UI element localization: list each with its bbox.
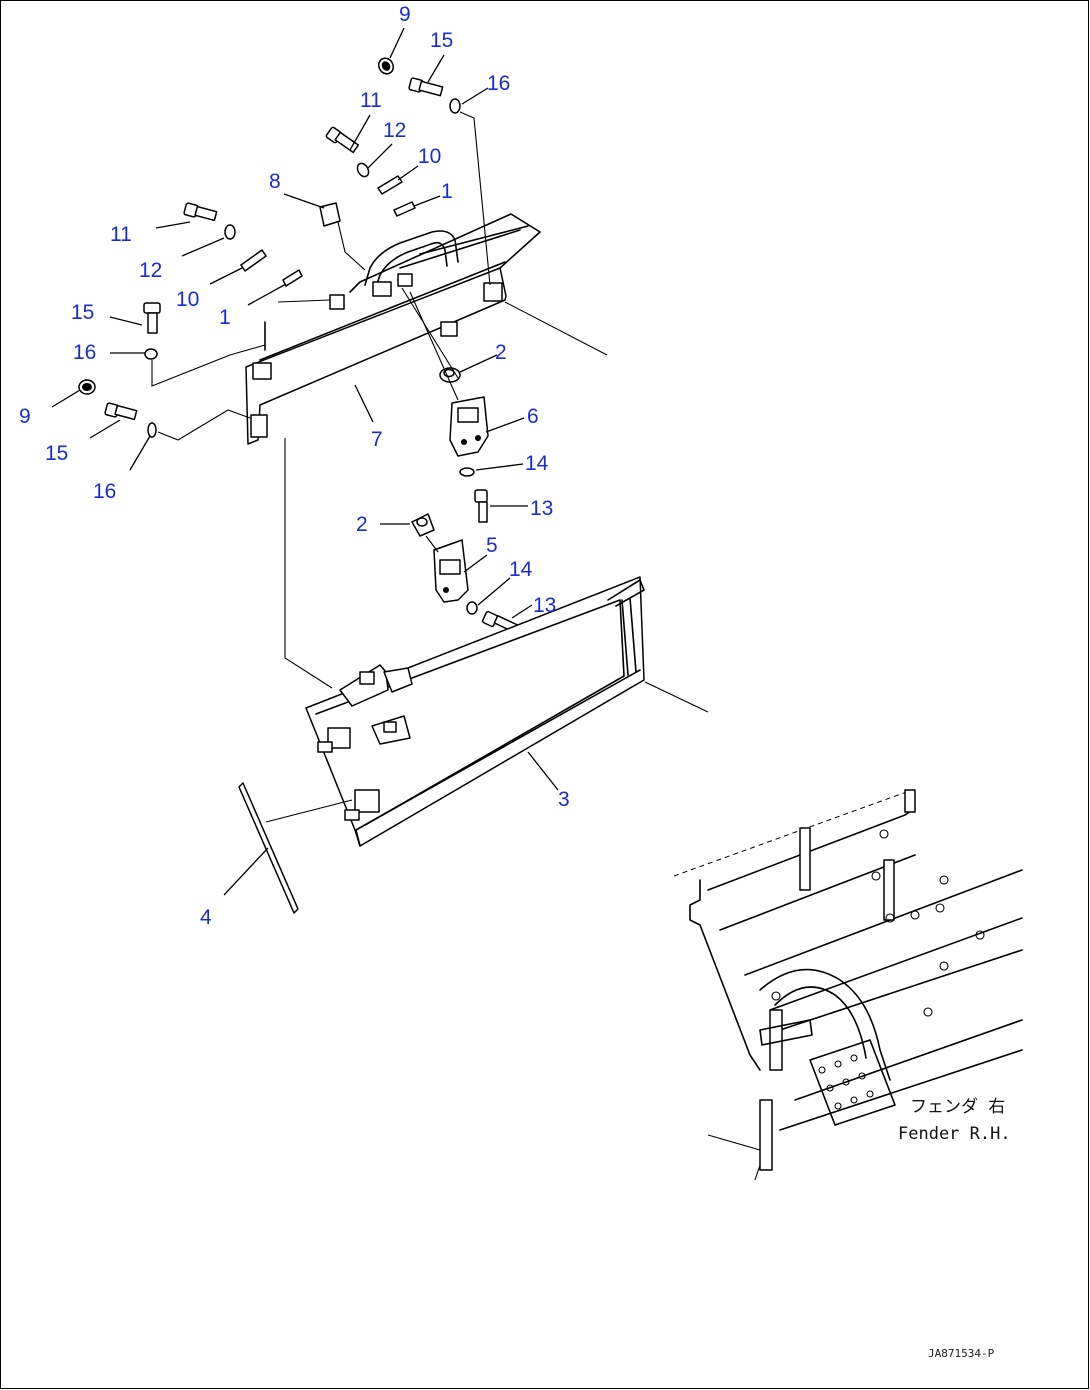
callout-13-upper: 13 (530, 497, 553, 520)
plate-8 (319, 202, 341, 227)
callout-12-left: 12 (139, 259, 162, 282)
leader-lines (51, 27, 559, 896)
callout-11-top: 11 (360, 89, 382, 112)
callout-1-left: 1 (219, 306, 231, 329)
washer-14-upper (459, 467, 475, 477)
bolt-13-upper (474, 489, 488, 523)
callout-15-top: 15 (430, 29, 453, 52)
callout-15-left: 15 (71, 301, 94, 324)
callout-10-left: 10 (176, 288, 199, 311)
callout-numbers: 9 15 16 11 12 10 1 8 11 12 10 1 15 16 9 … (19, 3, 570, 929)
washer-14-lower (466, 601, 478, 615)
callout-4: 4 (200, 906, 212, 929)
callout-14-upper: 14 (525, 452, 549, 475)
fender-inset: フェンダ 右 Fender R.H. (673, 789, 1023, 1181)
bracket-7 (245, 213, 541, 445)
drawing-code: JA871534-P (928, 1347, 995, 1360)
callout-9-top: 9 (399, 3, 411, 26)
bolt-15-top (408, 77, 444, 97)
callout-1-top: 1 (441, 180, 453, 203)
callout-14-lower: 14 (509, 558, 533, 581)
callout-3: 3 (558, 788, 570, 811)
callout-11-left: 11 (110, 223, 132, 246)
washer-12-left (224, 224, 236, 240)
rod-4 (238, 782, 299, 914)
inset-label-jp: フェンダ 右 (910, 1097, 1005, 1117)
bolt-11-top (325, 126, 360, 154)
washer-16-top (449, 98, 461, 114)
washer-16-left (144, 348, 158, 360)
pin-10-top (377, 175, 403, 195)
nut-2-lower (411, 513, 435, 537)
pin-10-left (240, 249, 267, 272)
callout-16-top: 16 (487, 72, 510, 95)
washer-9-left (78, 379, 96, 395)
callout-12-top: 12 (383, 119, 406, 142)
pin-1-top (393, 201, 416, 217)
alignment-lines (151, 111, 709, 823)
nut-2-upper (439, 367, 461, 383)
callout-6: 6 (527, 405, 539, 428)
callout-10-top: 10 (418, 145, 441, 168)
hinge-5 (433, 539, 469, 603)
callout-9-left: 9 (19, 405, 31, 428)
washer-16-lower-left (147, 422, 157, 438)
pin-1-left (282, 269, 303, 287)
washer-12-top (356, 162, 370, 178)
callout-2-upper: 2 (495, 341, 507, 364)
callout-16-left: 16 (73, 341, 96, 364)
callout-15-lower-left: 15 (45, 442, 68, 465)
bolt-15-left (143, 302, 161, 334)
hinge-6 (449, 396, 489, 457)
callout-2-lower: 2 (356, 513, 368, 536)
bolt-15-lower-left (104, 402, 138, 421)
inset-label-en: Fender R.H. (898, 1124, 1011, 1144)
panel-3 (305, 576, 645, 847)
bolt-11-left (183, 202, 218, 222)
callout-5: 5 (486, 534, 498, 557)
callout-13-lower: 13 (533, 594, 556, 617)
callout-16-lower-left: 16 (93, 480, 116, 503)
callout-7: 7 (371, 428, 383, 451)
callout-8: 8 (269, 170, 281, 193)
washer-9-top (377, 57, 395, 75)
